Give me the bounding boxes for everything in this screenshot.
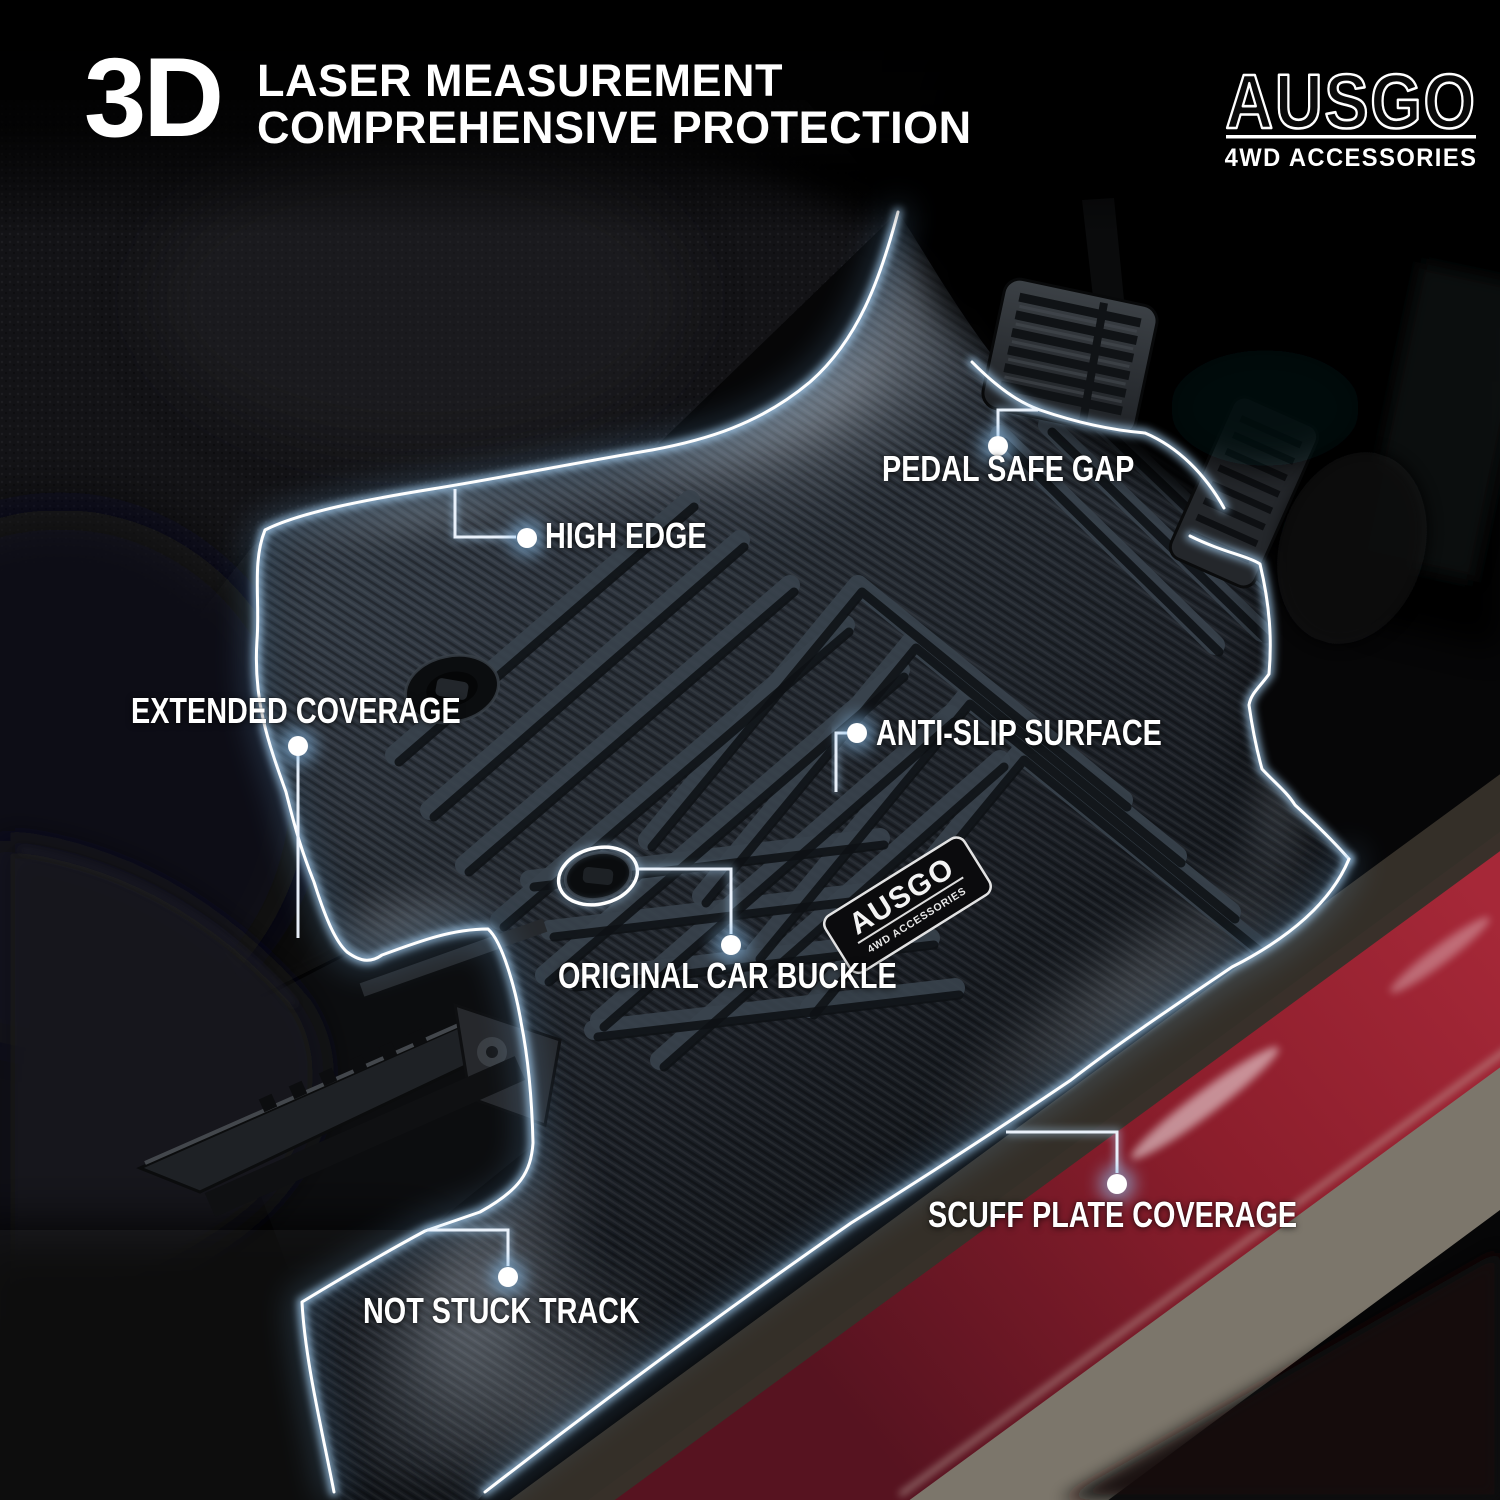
- label-original-car-buckle: ORIGINAL CAR BUCKLE: [558, 955, 897, 996]
- callout-line-scuff-plate-coverage: [1006, 1128, 1121, 1173]
- callout-dot-extended-coverage: [288, 736, 308, 756]
- brand-logo: AUSGO 4WD ACCESSORIES: [1224, 58, 1478, 172]
- ground: [805, 986, 1500, 1500]
- brake-pedal: [981, 277, 1159, 437]
- buckle-hole-1: [404, 653, 500, 725]
- callout-line-not-stuck-track: [427, 1226, 512, 1266]
- brand-logo-rule: [1226, 135, 1476, 139]
- callout-dot-high-edge: [517, 528, 537, 548]
- footwell-side-shadow: [1277, 452, 1427, 644]
- door-sill-area: [509, 774, 1500, 1500]
- mat-outline-glow: [246, 202, 1359, 1500]
- callout-line-pedal-safe-gap: [994, 406, 1038, 436]
- label-not-stuck-track: NOT STUCK TRACK: [363, 1290, 640, 1331]
- callout-connectors: [280, 406, 1135, 1295]
- brand-logo-name: AUSGO: [1225, 59, 1476, 145]
- buckle-hole-2: [563, 850, 633, 902]
- headline-3d-badge: 3D: [84, 35, 224, 160]
- callout-dot-scuff-plate-coverage: [1107, 1174, 1127, 1194]
- callout-dot-not-stuck-track: [498, 1267, 518, 1287]
- buckle-highlight-ring: [556, 845, 640, 907]
- label-high-edge: HIGH EDGE: [545, 515, 707, 556]
- door-sill-red: [588, 831, 1500, 1500]
- callout-dot-original-car-buckle: [721, 935, 741, 955]
- label-pedal-safe-gap: PEDAL SAFE GAP: [882, 448, 1135, 489]
- label-extended-coverage: EXTENDED COVERAGE: [131, 690, 461, 731]
- callout-line-high-edge: [451, 489, 516, 541]
- callout-line-original-car-buckle: [555, 843, 735, 934]
- headline-line1: LASER MEASUREMENT: [257, 55, 784, 106]
- callout-dot-anti-slip-surface: [847, 723, 867, 743]
- driver-seat-base: [0, 510, 440, 1500]
- headline-line2: COMPREHENSIVE PROTECTION: [257, 102, 972, 153]
- label-scuff-plate-coverage: SCUFF PLATE COVERAGE: [928, 1194, 1298, 1235]
- headline: LASER MEASUREMENT COMPREHENSIVE PROTECTI…: [257, 57, 972, 151]
- pedal-shadow: [1170, 350, 1360, 466]
- header-backdrop: [0, 0, 1500, 235]
- label-anti-slip-surface: ANTI-SLIP SURFACE: [876, 712, 1162, 753]
- seat-rail: [136, 918, 562, 1217]
- brand-logo-tagline: 4WD ACCESSORIES: [1225, 144, 1478, 172]
- callout-dots: [280, 428, 1135, 1295]
- callout-dot-pedal-safe-gap: [988, 436, 1008, 456]
